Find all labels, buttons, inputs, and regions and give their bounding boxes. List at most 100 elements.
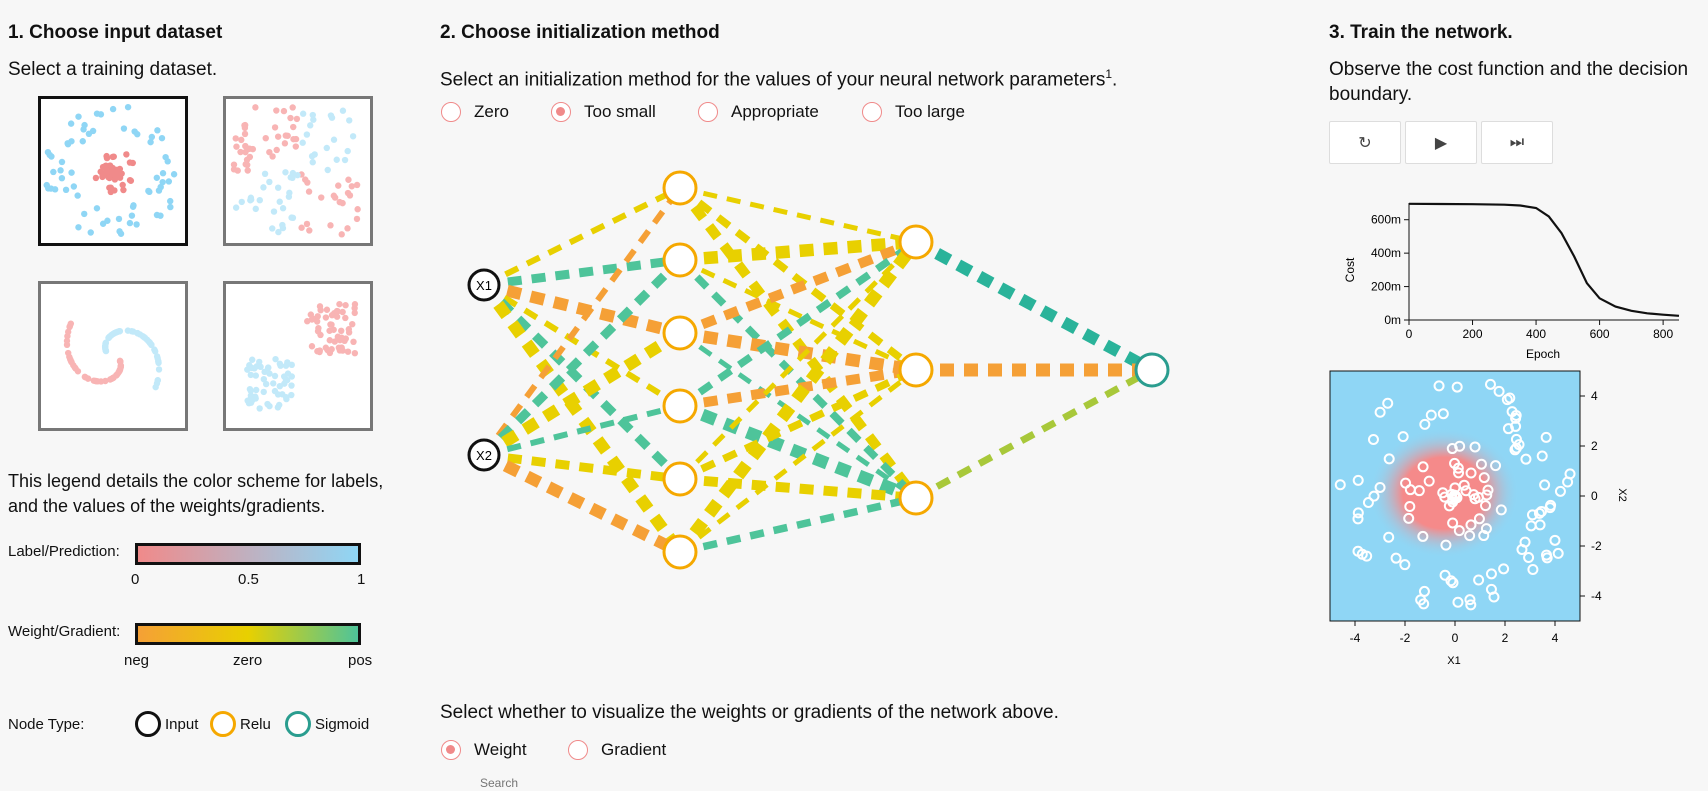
- node-type-relu: Relu: [210, 711, 271, 737]
- sample-point: [1368, 490, 1380, 502]
- input-node[interactable]: [467, 268, 501, 302]
- weight-edge: [679, 235, 917, 267]
- data-point: [70, 183, 78, 190]
- data-point: [288, 391, 295, 399]
- sample-point: [1495, 504, 1507, 516]
- init-option-too-small[interactable]: Too small: [551, 102, 656, 122]
- relu-node[interactable]: [662, 170, 698, 206]
- sigmoid-node[interactable]: [1134, 352, 1170, 388]
- data-point: [290, 123, 297, 131]
- data-point: [158, 134, 166, 142]
- relu-node[interactable]: [898, 480, 934, 516]
- sample-point: [1334, 479, 1346, 491]
- relu-node[interactable]: [898, 224, 934, 260]
- data-point: [299, 139, 306, 146]
- sample-point: [1374, 406, 1386, 418]
- data-point: [271, 372, 279, 380]
- data-point: [276, 382, 284, 390]
- relu-node[interactable]: [662, 242, 698, 278]
- data-point: [120, 186, 127, 194]
- data-point: [289, 104, 296, 111]
- node-type-input: Input: [135, 711, 198, 737]
- data-point: [115, 215, 123, 223]
- sample-point: [1383, 531, 1395, 543]
- sample-point: [1433, 380, 1445, 392]
- sample-point: [1520, 453, 1532, 465]
- init-option-appropriate-label: Appropriate: [731, 102, 819, 121]
- data-point: [331, 338, 338, 345]
- data-point: [81, 210, 88, 218]
- data-point: [62, 186, 70, 194]
- init-option-zero[interactable]: Zero: [441, 102, 509, 122]
- footnote-marker[interactable]: 1: [1105, 67, 1113, 81]
- weight-edge: [677, 257, 919, 501]
- data-point: [109, 105, 117, 113]
- dataset-xor[interactable]: [223, 96, 373, 246]
- dataset-spiral[interactable]: [38, 281, 188, 431]
- data-point: [133, 221, 140, 228]
- init-option-too-large[interactable]: Too large: [862, 102, 965, 122]
- dataset-circle[interactable]: [38, 96, 188, 246]
- boundary-y-tick-label: 0: [1591, 489, 1598, 503]
- data-point: [92, 174, 100, 182]
- data-point: [307, 122, 314, 129]
- data-point: [327, 321, 334, 328]
- step-button[interactable]: ⏭: [1481, 121, 1553, 164]
- weight-colorbar: [135, 623, 361, 645]
- data-point: [349, 320, 356, 328]
- sample-point: [1485, 568, 1497, 580]
- relu-node[interactable]: [662, 534, 698, 570]
- data-point: [330, 326, 337, 333]
- sample-point: [1390, 552, 1402, 564]
- data-point: [147, 138, 154, 146]
- sigmoid-node-icon: [285, 711, 311, 737]
- weight-edge: [679, 494, 917, 556]
- section2-title: 2. Choose initialization method: [440, 22, 720, 43]
- weight-edge: [480, 281, 684, 483]
- relu-node[interactable]: [662, 461, 698, 497]
- sample-point: [1437, 408, 1449, 420]
- data-point: [153, 174, 161, 181]
- weight-edge: [677, 185, 919, 373]
- reset-button[interactable]: ↻: [1329, 121, 1401, 164]
- data-point: [155, 366, 163, 373]
- data-point: [57, 167, 64, 174]
- viz-option-weight[interactable]: Weight: [441, 740, 527, 760]
- data-point: [299, 110, 307, 117]
- sample-point: [1545, 499, 1557, 511]
- sample-point: [1484, 378, 1496, 390]
- data-point: [318, 194, 325, 201]
- dataset-gaussian[interactable]: [223, 281, 373, 431]
- data-point: [116, 165, 124, 173]
- data-point: [351, 304, 358, 312]
- sample-point: [1536, 450, 1548, 462]
- init-option-appropriate[interactable]: Appropriate: [698, 102, 819, 122]
- data-point: [288, 373, 295, 380]
- relu-node[interactable]: [662, 388, 698, 424]
- node-type-title: Node Type:: [8, 716, 85, 733]
- play-button[interactable]: ▶: [1405, 121, 1477, 164]
- data-point: [232, 204, 240, 211]
- reset-icon: ↻: [1358, 134, 1372, 152]
- data-point: [274, 184, 282, 191]
- data-point: [346, 117, 353, 124]
- sample-point: [1478, 472, 1490, 484]
- search-input[interactable]: [478, 775, 602, 791]
- data-point: [111, 176, 119, 183]
- weight-edge: [481, 186, 683, 457]
- viz-option-gradient[interactable]: Gradient: [568, 740, 666, 760]
- weight-edge: [482, 185, 682, 288]
- data-point: [304, 179, 311, 186]
- data-point: [154, 127, 161, 134]
- input-node[interactable]: [467, 438, 501, 472]
- data-point: [323, 306, 331, 313]
- data-point: [68, 169, 75, 176]
- data-point: [274, 391, 282, 398]
- relu-node[interactable]: [662, 315, 698, 351]
- data-point: [270, 380, 277, 387]
- dataset-circle-plot: [43, 103, 178, 237]
- data-point: [308, 343, 316, 350]
- relu-node[interactable]: [898, 352, 934, 388]
- data-point: [324, 166, 331, 174]
- data-point: [66, 322, 74, 330]
